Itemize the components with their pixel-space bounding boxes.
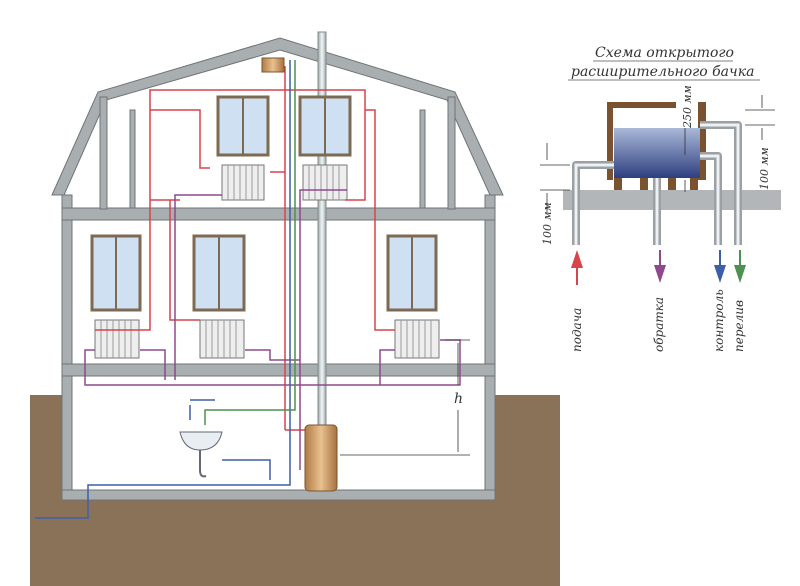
- windows: [90, 95, 438, 312]
- support-slab: [563, 190, 781, 210]
- dimension-tank-level: 250 мм: [681, 85, 694, 129]
- sink: [179, 431, 223, 451]
- scheme-title-line1: Схема открытого: [595, 45, 734, 61]
- label-overflow: перелив: [732, 300, 746, 352]
- boiler: [304, 424, 338, 492]
- supply-pipes: [95, 66, 395, 431]
- attic-expansion-tank: [261, 57, 285, 73]
- ground: [30, 395, 560, 586]
- overflow-pipe: [204, 60, 296, 425]
- cold-water-pipe: [35, 60, 291, 519]
- scheme-title-line2: расширительного бачка: [571, 64, 754, 80]
- radiators: [94, 164, 440, 359]
- label-supply: подача: [570, 308, 584, 352]
- tank-water: [614, 128, 700, 178]
- dimension-h-label: h: [454, 391, 463, 407]
- label-return: обратка: [652, 297, 666, 352]
- chimney-pipe: [317, 31, 327, 431]
- label-control: контроль: [712, 289, 726, 352]
- dimension-left: 100 мм: [541, 202, 554, 245]
- dimension-right: 100 мм: [758, 147, 771, 190]
- return-pipes: [84, 189, 461, 470]
